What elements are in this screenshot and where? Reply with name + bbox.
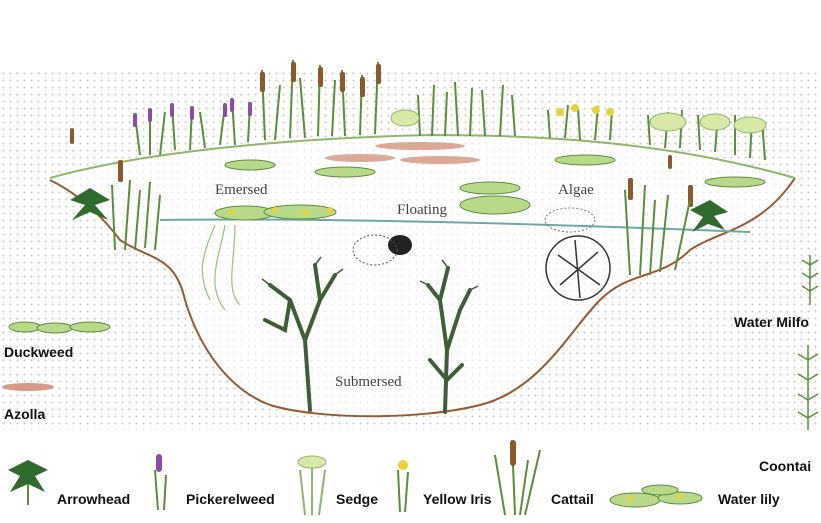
coontail-sample [798,345,818,430]
legend-label-pickerelweed: Pickerelweed [186,491,275,507]
legend-label-arrowhead: Arrowhead [57,491,130,507]
legend-label-cattail: Cattail [551,491,594,507]
label-coontail: Coontai [759,458,811,474]
zone-label-emersed: Emersed [215,182,267,199]
legend-label-sedge: Sedge [336,491,378,507]
water-lily-icon [610,485,702,507]
yellow-iris-blooms [556,104,614,116]
milfoil-sample [802,255,818,305]
yellow-iris-icon [398,460,408,512]
pond-basin [50,135,790,416]
label-duckweed: Duckweed [4,344,73,360]
arrowhead-icon [8,460,48,505]
pickerelweed-icon [155,454,166,510]
label-azolla: Azolla [4,406,45,422]
duckweed-sample [9,322,110,333]
legend-label-yellow-iris: Yellow Iris [423,491,491,507]
zone-label-submersed: Submersed [335,374,402,391]
sedge-icon [298,456,326,515]
azolla-sample [2,383,54,391]
label-water-milfoil: Water Milfo [734,314,809,330]
zone-label-algae: Algae [558,182,594,199]
legend-label-water-lily: Water lily [718,491,780,507]
cattail-icon [495,440,540,515]
zone-label-floating: Floating [397,202,447,219]
